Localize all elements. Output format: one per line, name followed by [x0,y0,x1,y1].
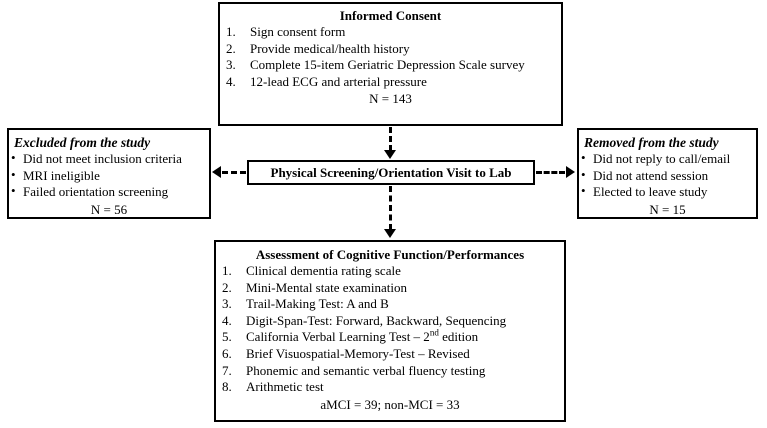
list-item-label: Provide medical/health history [250,40,410,56]
box-assessment-cognitive: Assessment of Cognitive Function/Perform… [214,240,566,422]
list-item-label: Arithmetic test [246,379,324,395]
list-item: 5. California Verbal Learning Test – 2nd… [216,329,564,346]
list-item-number: 4. [226,73,236,89]
list-item-number: 7. [222,362,232,378]
list-item-label: Complete 15-item Geriatric Depression Sc… [250,57,525,73]
connector-screening-to-assessment [389,186,392,230]
list-item: 7. Phonemic and semantic verbal fluency … [216,363,564,380]
box-removed-title: Removed from the study [584,135,719,150]
list-item-number: 5. [222,329,232,345]
list-item: 1. Clinical dementia rating scale [216,263,564,280]
list-item: 8. Arithmetic test [216,379,564,396]
list-item-number: 4. [222,312,232,328]
list-item: 6. Brief Visuospatial-Memory-Test – Revi… [216,346,564,363]
list-item-label: 12-lead ECG and arterial pressure [250,73,427,89]
list-item-label: Sign consent form [250,24,346,39]
list-item: 1. Sign consent form [220,24,561,41]
list-item-label: Brief Visuospatial-Memory-Test – Revised [246,345,470,361]
list-item-label: Failed orientation screening [23,184,169,200]
box-excluded-from-study: Excluded from the study • Did not meet i… [7,128,211,219]
list-item-number: 8. [222,379,232,395]
informed-consent-list: 1. Sign consent form 2. Provide medical/… [220,24,561,90]
list-item-label: Elected to leave study [593,184,708,200]
list-item: • Did not meet inclusion criteria [9,150,209,168]
arrowhead-left-excluded [212,166,221,178]
arrowhead-right-removed [566,166,575,178]
list-item-label: MRI ineligible [23,167,100,183]
list-item: 3. Trail-Making Test: A and B [216,296,564,313]
list-item: • Did not reply to call/email [579,150,756,168]
list-item: • Failed orientation screening [9,183,209,201]
list-item: 4. 12-lead ECG and arterial pressure [220,74,561,91]
assessment-total: aMCI = 39; non-MCI = 33 [320,396,460,412]
list-item-label: California Verbal Learning Test – 2nd ed… [246,328,479,345]
list-item-number: 3. [226,57,236,73]
informed-consent-total: N = 143 [369,91,412,107]
box-informed-consent: Informed Consent 1. Sign consent form 2.… [218,2,563,126]
arrowhead-down-screening [384,229,396,238]
excluded-total: N = 56 [90,201,128,217]
list-item-number: 1. [226,24,236,39]
list-item-number: 6. [222,345,232,361]
bullet-icon: • [11,183,16,199]
list-item: • Elected to leave study [579,183,756,201]
bullet-icon: • [11,166,16,182]
assessment-list: 1. Clinical dementia rating scale 2. Min… [216,263,564,396]
list-item: • Did not attend session [579,166,756,185]
box-physical-screening-title: Physical Screening/Orientation Visit to … [270,164,512,180]
list-item: 4. Digit-Span-Test: Forward, Backward, S… [216,313,564,330]
list-item-label-part: edition [438,329,479,345]
list-item-label: Clinical dementia rating scale [246,263,401,278]
list-item-number: 2. [226,40,236,56]
list-item: • MRI ineligible [9,166,209,185]
bullet-icon: • [581,183,586,199]
box-removed-from-study: Removed from the study • Did not reply t… [577,128,758,219]
list-item-label: Did not meet inclusion criteria [23,151,182,166]
list-item: 2. Provide medical/health history [220,41,561,58]
box-physical-screening: Physical Screening/Orientation Visit to … [247,160,535,185]
list-item: 2. Mini-Mental state examination [216,280,564,297]
removed-total: N = 15 [649,201,686,217]
list-item-number: 3. [222,296,232,312]
list-item-label: Did not reply to call/email [593,151,731,166]
box-excluded-title: Excluded from the study [14,135,151,150]
box-informed-consent-title: Informed Consent [339,8,442,23]
connector-consent-to-screening [389,127,392,151]
ordinal-superscript: nd [429,328,439,339]
bullet-icon: • [581,150,586,165]
list-item-label: Trail-Making Test: A and B [246,296,389,312]
removed-list: • Did not reply to call/email • Did not … [579,150,756,201]
list-item-label: Phonemic and semantic verbal fluency tes… [246,362,486,378]
connector-screening-to-excluded [222,171,246,174]
bullet-icon: • [581,166,586,182]
connector-screening-to-removed [536,171,565,174]
list-item-number: 2. [222,279,232,295]
list-item-label: Mini-Mental state examination [246,279,408,295]
list-item: 3. Complete 15-item Geriatric Depression… [220,57,561,74]
arrowhead-down-consent [384,150,396,159]
excluded-list: • Did not meet inclusion criteria • MRI … [9,150,209,201]
list-item-label: Digit-Span-Test: Forward, Backward, Sequ… [246,312,507,328]
list-item-label-part: California Verbal Learning Test – 2 [246,329,430,345]
bullet-icon: • [11,150,16,165]
list-item-label: Did not attend session [593,167,709,183]
box-assessment-title: Assessment of Cognitive Function/Perform… [255,247,525,262]
list-item-number: 1. [222,263,232,278]
